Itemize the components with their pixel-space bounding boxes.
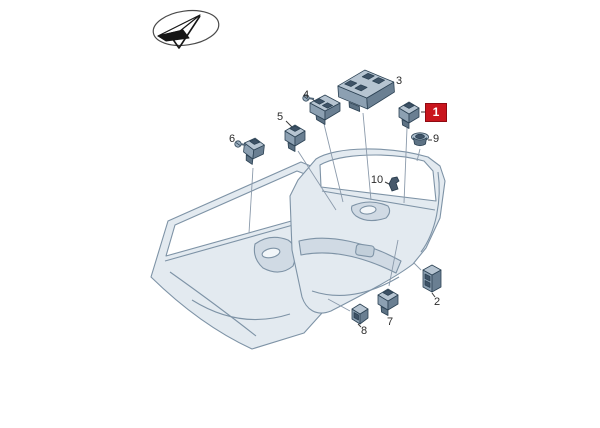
part-1-highlighted-switch[interactable]: [398, 101, 420, 129]
part-3-master-window-switch[interactable]: [336, 67, 397, 114]
callout-4[interactable]: 4: [302, 89, 310, 101]
part-8-switch[interactable]: [351, 303, 369, 325]
part-7-switch[interactable]: [377, 288, 399, 316]
callout-8[interactable]: 8: [360, 325, 368, 337]
part-2-switch[interactable]: [422, 264, 442, 293]
callout-10[interactable]: 10: [370, 174, 384, 186]
callout-6[interactable]: 6: [228, 133, 236, 145]
callout-1-highlighted[interactable]: 1: [425, 103, 447, 122]
part-10-clip[interactable]: [388, 176, 400, 192]
part-9-grommet[interactable]: [411, 132, 429, 147]
paper-plane-ellipse-logo-icon: [152, 9, 220, 49]
callout-2[interactable]: 2: [433, 296, 441, 308]
part-6-single-window-switch[interactable]: [241, 136, 266, 166]
leader-lines: [248, 112, 422, 312]
part-5-single-window-switch[interactable]: [284, 124, 306, 152]
callout-7[interactable]: 7: [386, 316, 394, 328]
callout-5[interactable]: 5: [276, 111, 284, 123]
part-4-double-window-switch[interactable]: [309, 94, 341, 125]
callout-9[interactable]: 9: [432, 133, 440, 145]
callout-3[interactable]: 3: [395, 75, 403, 87]
